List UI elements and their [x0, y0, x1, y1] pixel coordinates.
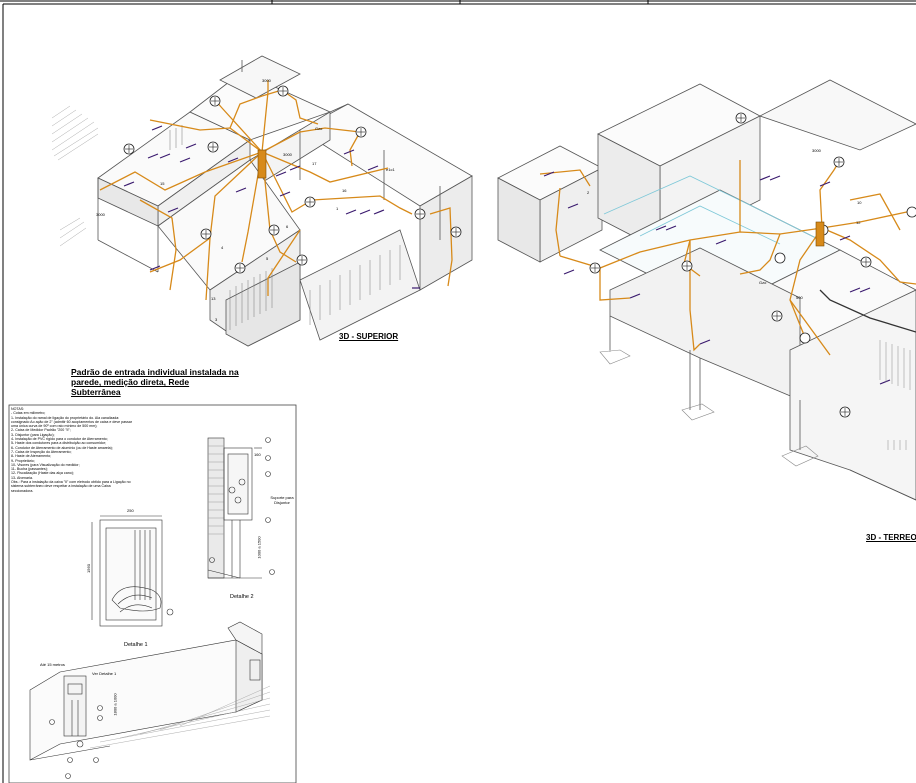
walls-superior: [97, 55, 473, 347]
note-line: 4- Instalação de PVC rígido para o condu…: [11, 437, 108, 442]
view-3d-terreo: [497, 79, 916, 501]
outlets-superior: [123, 125, 420, 289]
windows-superior: [169, 125, 401, 330]
view-3d-superior: [51, 55, 473, 347]
annotation-3000: 3000: [812, 148, 821, 153]
note-line: 12- Fiscalização (Haste das alça cano);: [11, 471, 74, 476]
detail-1-label: Detalhe 1: [124, 642, 148, 648]
note-line: 9- Proprietário;: [11, 458, 35, 463]
annotation-q15: 15: [160, 181, 165, 186]
annotation-gzo: Gzo: [315, 126, 323, 131]
note-line: uma única curva de 90º com raio mínimo d…: [11, 424, 98, 429]
annotation-q500: 500: [796, 295, 803, 300]
note-line: seccionadora.: [11, 488, 34, 493]
note-line: 13- Alvenaria.: [11, 475, 33, 480]
dark-conduit-terreo: [819, 289, 916, 333]
dim-distance: Até 15 metros: [40, 662, 65, 667]
railing-terreo: [879, 340, 911, 450]
annotation-q1: 1: [336, 206, 339, 211]
notes-block: NOTAS: - Cotas em milímetro; 1- Instalaç…: [11, 407, 161, 493]
detail-2-drawing: [207, 437, 275, 579]
annotation-3000: 3000: [96, 212, 105, 217]
detail-1-drawing: [91, 515, 174, 627]
support-label: Suporte para Disjuntor: [270, 495, 294, 505]
annotation-q17: 17: [312, 161, 317, 166]
note-line: 10- Visores (para Visualização do medido…: [11, 462, 80, 467]
dim-vertical-detail2: 1000 a 1500: [256, 536, 262, 559]
outlets-terreo: [543, 171, 891, 385]
dim-250: 250: [127, 508, 134, 513]
walls-terreo: [497, 79, 916, 501]
distribution-panel-terreo: [815, 221, 825, 247]
note-line: - Cotas em milímetro;: [11, 411, 46, 416]
annotation-3000: 3000: [283, 152, 292, 157]
annotation-q5: 5: [266, 256, 269, 261]
annotation-gzo: Gzo: [759, 280, 767, 285]
superior-view-title: 3D - SUPERIOR: [339, 332, 399, 341]
floor-wiring-terreo: [603, 175, 821, 245]
note-line: 8- Haste de Aterramento;: [11, 454, 52, 459]
note-line: 2- Caixa de Medidor Padrão "200 "II";: [11, 428, 71, 433]
annotation-q3: 3: [215, 317, 218, 322]
annotation-q13: 13: [211, 296, 216, 301]
annotation-q4: 4: [221, 245, 224, 250]
fixture-marks-superior: [125, 87, 460, 272]
annotation-q6: 6: [286, 224, 289, 229]
standard-entry-panel: [8, 404, 297, 783]
distribution-panel-superior: [257, 149, 267, 179]
note-line: 3- Disjuntor (para Ligação);: [11, 432, 55, 437]
note-line: Obs.: Para a instalação da caixa "II" co…: [11, 480, 131, 485]
annotation-q16: 16: [342, 188, 347, 193]
annotation-q12: 12: [856, 220, 861, 225]
dim-160: 160: [254, 452, 261, 457]
note-line: 7- Caixa de Inspeção do Aterramento;: [11, 449, 72, 454]
standard-entry-title: Padrão de entrada individual instalada n…: [71, 367, 239, 397]
annotation-3000: 3000: [262, 78, 271, 83]
notes-title: NOTAS:: [11, 407, 25, 411]
dim-1800: 1800 a 1000: [112, 693, 118, 716]
note-line: 11- Bucha (passantes);: [11, 467, 48, 472]
see-detail-1-label: Ver Detalhe 1: [92, 671, 117, 676]
terreo-view-title: 3D - TERREO: [866, 533, 916, 542]
note-line: consignado Ao ação de 2" (admitir 60 aco…: [11, 419, 132, 424]
note-line: sistema subterrâneo deve respeitar a ins…: [11, 484, 111, 489]
annotation-q2: 2: [587, 190, 590, 195]
dim-1560: 1560: [85, 564, 91, 573]
base-terreo: [599, 349, 819, 467]
note-line: 6- Condutor de Aterramento de alumínio (…: [11, 445, 113, 450]
detail-2-label: Detalhe 2: [230, 594, 254, 600]
note-line: 5- Haste dos condutores para a distribui…: [11, 441, 107, 446]
note-line: 1- Instalação do ramal de ligação do pro…: [11, 415, 120, 420]
annotation-q10: 10: [857, 200, 862, 205]
fixture-marks-terreo: [591, 114, 870, 416]
roof-hatch: [51, 105, 99, 247]
annotation-e1c1: e1c1: [386, 167, 395, 172]
installation-perspective: [29, 621, 271, 779]
